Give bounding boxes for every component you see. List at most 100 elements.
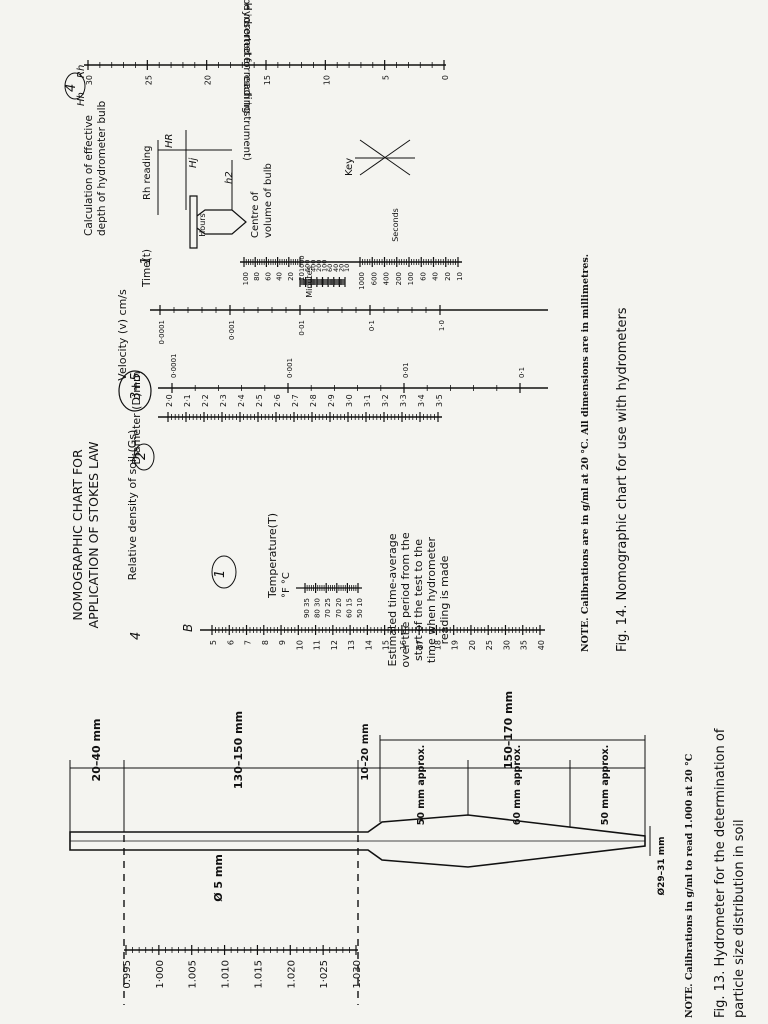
scale-b-tick-label: 6 [226, 640, 235, 645]
scale-time-hours-tick-label: 100 [242, 272, 250, 285]
scale-temperature-units: °F °C [281, 572, 292, 598]
time-average-note-line2: over the period from the [399, 532, 412, 667]
effective-depth-title-line1: Calculation of effective [83, 115, 95, 236]
scale-relative-density-tick-label: 2·4 [237, 394, 246, 407]
figure-13-caption-line2: particle size distribution in soil [732, 819, 747, 1018]
figure-13-caption-line1: Fig. 13. Hydrometer for the determinatio… [713, 728, 728, 1018]
handwritten-mark-1: 3+5 [129, 373, 144, 400]
scale-b-tick-label: 16 [399, 640, 408, 650]
scale-time-minutes-tick-label: 100 [321, 260, 329, 272]
h2-text: h2 [224, 171, 235, 184]
scale-time-seconds-tick-label: 400 [383, 272, 391, 285]
scale-b-label: B [181, 624, 195, 632]
time-average-note-line1: Estimated time-average [386, 533, 399, 666]
hydrometer-hh-label: Hh [76, 92, 87, 106]
calibration-tick-label: 1.030 [352, 960, 363, 989]
scale-b-tick-label: 40 [537, 640, 546, 650]
time-minutes-label: Minutes [305, 266, 314, 298]
centre-text-line1: Centre of [250, 191, 261, 238]
scale-temperature-tick-label: 50 10 [356, 598, 364, 618]
hydrometer-rh-label: Rh [76, 65, 87, 78]
handwritten-circle-small [64, 72, 86, 100]
scale-b-tick-label: 15 [382, 640, 391, 650]
handwritten-circle-small [211, 555, 237, 589]
scale-time-hours-tick-label: 10 [298, 272, 306, 281]
bulb-sketch-outline [189, 195, 247, 249]
scale-b-tick-label: 10 [295, 640, 304, 650]
scale-time-minutes-tick-label: 10 [343, 264, 351, 272]
scale-time-seconds-tick-label: 1000 [358, 272, 366, 290]
scale-time-hours-tick-label: 60 [264, 272, 272, 281]
scale-diameter-tick-label: 0·01 [402, 362, 410, 378]
nomograph-title-line1: NOMOGRAPHIC CHART FOR [70, 449, 85, 621]
scale-temperature-tick-label: 70 20 [335, 598, 343, 618]
scale-velocity-tick-label: 0·001 [228, 320, 236, 340]
scale-velocity-tick-label: 1·0 [438, 320, 446, 331]
scale-time-minutes-tick-label: 1000 [298, 255, 306, 272]
time-average-note-line5: reading is made [438, 555, 451, 644]
scale-b-tick-label: 8 [261, 640, 270, 645]
scale-relative-density-tick-label: 2·9 [327, 394, 336, 407]
scale-time-seconds-tick-label: 60 [419, 272, 427, 281]
calibration-tick-label: 0.995 [122, 960, 133, 989]
scale-time-minutes-tick-label: 200 [315, 260, 323, 272]
handwritten-mark-3: 4 [129, 632, 144, 640]
dim-label-stem-diameter: Ø 5 mm [212, 854, 225, 902]
figure-14-caption: Fig. 14. Nomographic chart for use with … [615, 307, 630, 652]
scale-hydrometer-tick-label: 15 [263, 75, 272, 85]
scale-temperature-tick-label: 80 30 [314, 598, 322, 618]
scale-temperature-tick-label: 70 25 [324, 598, 332, 618]
dim-label-top: 20–40 mm [90, 719, 103, 782]
time-hours-label: Hours [198, 213, 207, 236]
scale-relative-density-tick-label: 2·8 [309, 394, 318, 407]
scale-time-label: Time(t) [141, 249, 153, 288]
scale-time-minutes-tick-label: 600 [304, 260, 312, 272]
figure-13-note: NOTE. Calibrations in g/ml to read 1.000… [684, 753, 695, 1018]
scale-time-seconds-tick-label: 10 [456, 272, 464, 281]
scale-b-tick-label: 35 [520, 640, 529, 650]
key-text: Key [344, 158, 355, 176]
dim-label-bulb-diameter: Ø29–31 mm [656, 836, 667, 895]
scale-diameter-tick-label: 0·1 [518, 367, 526, 378]
scale-velocity-tick-label: 0·0001 [158, 320, 166, 345]
scale-b-tick-label: 20 [468, 640, 477, 650]
handwritten-mark-4: 1 [213, 570, 228, 578]
scale-b-tick-label: 5 [209, 640, 218, 645]
calibration-tick-label: 1.005 [188, 960, 199, 989]
scale-b-tick-label: 25 [485, 640, 494, 650]
handwritten-mark-5: 1 [139, 257, 154, 265]
scale-hydrometer-tick-label: 30 [85, 75, 94, 85]
dim-label-neck: 10–20 mm [360, 723, 371, 780]
scale-relative-density-tick-label: 3·2 [381, 394, 390, 407]
scale-b-tick-label: 9 [278, 640, 287, 645]
rh-reading-text: Rh reading [142, 146, 153, 200]
scale-temperature-tick-label: 90 35 [303, 598, 311, 618]
hr-text: HR [164, 134, 175, 148]
scale-relative-density-tick-label: 2·1 [183, 394, 192, 407]
scale-relative-density-tick-label: 3·3 [399, 394, 408, 407]
centre-text-line2: volume of bulb [263, 163, 274, 238]
scale-diameter-tick-label: 0·001 [286, 358, 294, 378]
scale-time-seconds-tick-label: 100 [407, 272, 415, 285]
dim-label-stem: 130–150 mm [232, 711, 245, 789]
scale-relative-density-tick-label: 3·1 [363, 394, 372, 407]
time-seconds-label: Seconds [391, 208, 400, 242]
dim-label-lower: 50 mm approx. [600, 745, 611, 826]
scale-b-tick-label: 17 [416, 640, 425, 650]
handwritten-mark-6: 4 [64, 84, 79, 92]
scale-time-hours-tick-label: 40 [276, 272, 284, 281]
scale-relative-density-tick-label: 2·7 [291, 394, 300, 407]
nomograph-title-line2: APPLICATION OF STOKES LAW [86, 442, 101, 629]
scale-time-minutes-tick-label: 20 [337, 264, 345, 272]
dim-label-upper: 50 mm approx. [416, 745, 427, 826]
scale-hydrometer-tick-label: 20 [204, 75, 213, 85]
calibration-tick-label: 1.015 [253, 960, 264, 989]
hydrometer-outline [69, 814, 646, 868]
scale-relative-density-tick-label: 2·2 [201, 394, 210, 407]
scale-velocity-label: Velocity (v) cm/s [116, 289, 129, 381]
calibration-tick-label: 1·025 [319, 960, 330, 989]
scale-b-tick-label: 18 [433, 640, 442, 650]
